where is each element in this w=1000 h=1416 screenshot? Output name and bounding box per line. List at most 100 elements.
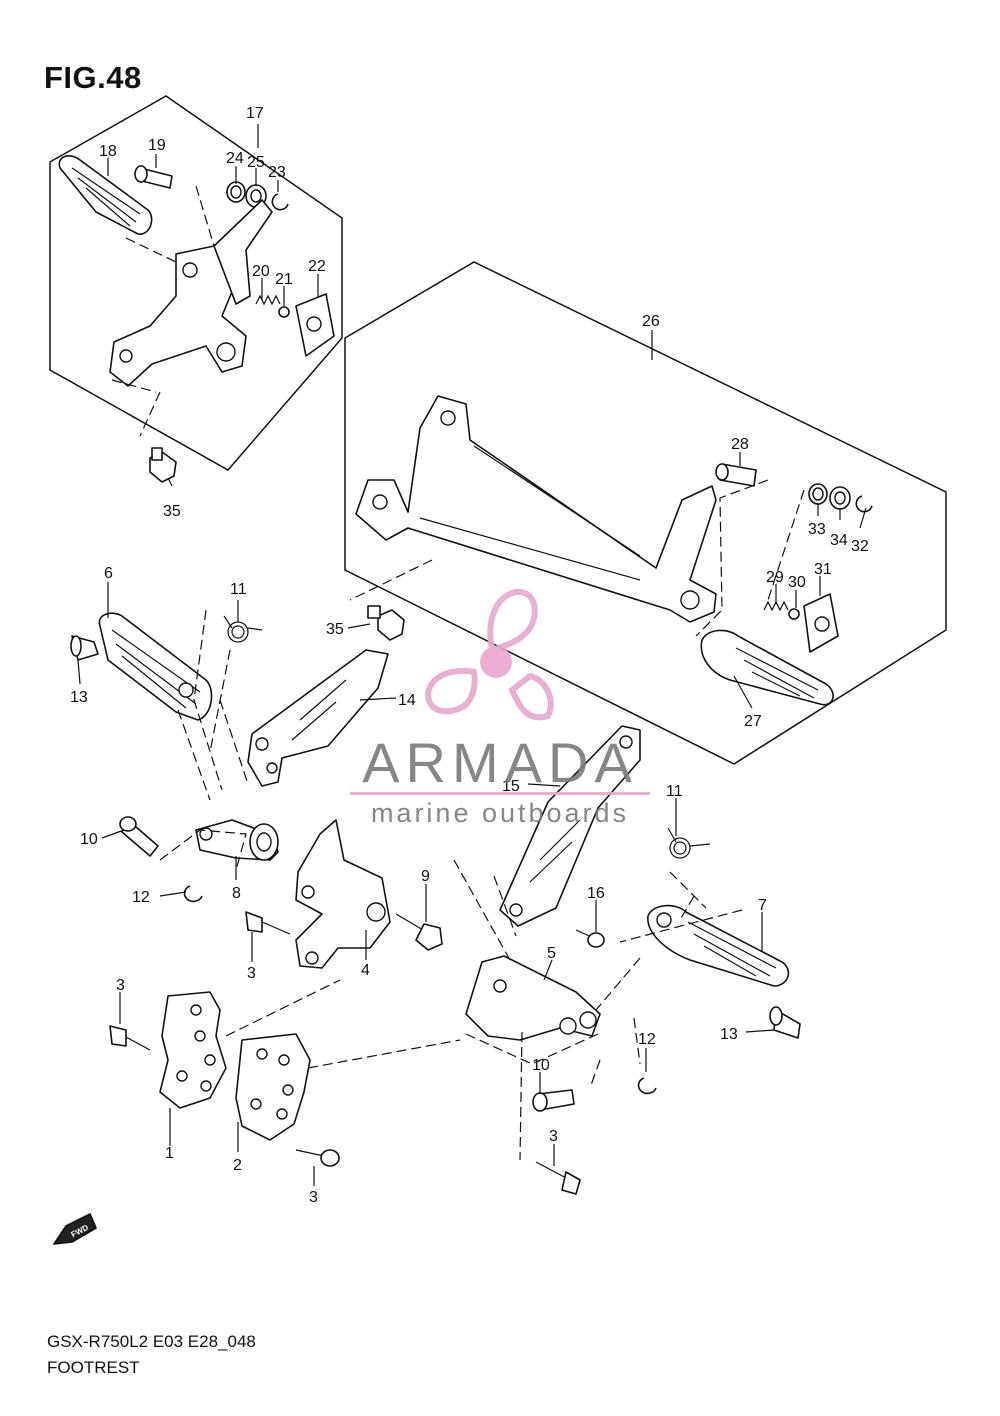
footpeg-holder-part-8	[195, 819, 279, 861]
callout-27: 27	[744, 713, 762, 730]
callout-23: 23	[268, 164, 286, 181]
e-ring-part-12-right	[637, 1077, 657, 1095]
callout-32: 32	[851, 538, 869, 555]
callout-14: 14	[398, 692, 416, 709]
front-footpeg-bracket-part-14	[247, 649, 389, 787]
callout-29: 29	[766, 569, 784, 586]
bolt-part-3-upper-left	[245, 911, 291, 935]
rear-footpeg-part-27	[700, 629, 834, 706]
callout-13-right: 13	[720, 1026, 738, 1043]
ball-part-21	[278, 306, 290, 318]
rear-assembly-guide-lines	[349, 479, 805, 637]
callout-leader-lines	[77, 124, 867, 1186]
callout-25: 25	[247, 154, 265, 171]
callout-33: 33	[808, 521, 826, 538]
bolt-part-35-front	[149, 447, 177, 483]
rear-footpeg-part-7	[647, 904, 790, 987]
callout-15: 15	[502, 778, 520, 795]
plate-part-2	[235, 1033, 311, 1141]
ball-part-30	[788, 608, 800, 620]
forward-direction-arrow: FWD	[53, 1213, 97, 1245]
callout-2: 2	[233, 1157, 242, 1174]
rear-footpeg-bracket-part-15	[499, 725, 641, 927]
bolt-part-9	[395, 913, 443, 951]
callout-10-left: 10	[80, 831, 98, 848]
watermark-brand: ARMADA	[362, 731, 638, 794]
rear-footpeg-pin-part-28	[715, 463, 757, 487]
pin-part-10-left	[119, 816, 159, 857]
callout-20: 20	[252, 263, 270, 280]
callout-11-left: 11	[230, 581, 247, 598]
callout-7: 7	[758, 897, 767, 914]
pin-part-10-right	[532, 1089, 575, 1112]
bolt-part-13-right	[769, 1006, 801, 1039]
rear-footrest-bracket-part-5	[465, 955, 601, 1041]
callout-12-left: 12	[132, 889, 150, 906]
washer-part-24	[226, 181, 246, 203]
e-ring-part-23	[271, 193, 289, 211]
washer-part-34	[829, 486, 851, 510]
callout-12-right: 12	[638, 1031, 656, 1048]
callout-30: 30	[788, 574, 806, 591]
front-footrest-assembly-frame	[49, 95, 343, 471]
washer-part-33	[808, 483, 828, 505]
bolt-part-13-left	[70, 635, 99, 661]
callout-35-front: 35	[163, 503, 181, 520]
callout-34: 34	[830, 532, 848, 549]
callout-5: 5	[547, 945, 556, 962]
bolt-part-16	[575, 929, 605, 948]
front-footrest-bracket-part-4	[295, 819, 391, 969]
model-code-label: GSX-R750L2 E03 E28_048	[47, 1332, 256, 1351]
plate-part-22	[295, 293, 335, 357]
callout-31: 31	[814, 561, 832, 578]
callout-10-right: 10	[532, 1057, 550, 1074]
callout-3-right: 3	[549, 1128, 558, 1145]
bolt-part-3-lower	[295, 1149, 340, 1167]
callout-21: 21	[275, 271, 293, 288]
bolt-part-3-left	[109, 1025, 151, 1051]
callout-24: 24	[226, 150, 244, 167]
callout-11-right: 11	[666, 783, 683, 800]
callout-18: 18	[99, 143, 117, 160]
callout-9: 9	[421, 868, 430, 885]
callout-17: 17	[246, 105, 264, 122]
callout-35-rear: 35	[326, 621, 344, 638]
callout-3-left: 3	[116, 977, 125, 994]
callout-22: 22	[308, 258, 326, 275]
callout-19: 19	[148, 137, 166, 154]
front-assembly-guide-lines	[111, 185, 215, 437]
rear-footrest-bracket-part-26	[355, 395, 717, 623]
callout-28: 28	[731, 436, 749, 453]
callout-26: 26	[642, 313, 660, 330]
e-ring-part-12-left	[183, 885, 203, 903]
callout-3-upper-left: 3	[247, 965, 256, 982]
bolt-part-35-rear	[367, 605, 405, 641]
callout-6: 6	[104, 565, 113, 582]
bolt-part-3-right	[535, 1161, 581, 1195]
spring-part-11-left	[223, 615, 263, 643]
lower-assembly-guide-lines	[159, 609, 743, 1161]
callout-8: 8	[232, 885, 241, 902]
spring-part-20	[255, 294, 281, 306]
plate-part-31	[803, 593, 839, 653]
callout-16: 16	[587, 885, 605, 902]
e-ring-part-32	[855, 495, 873, 513]
watermark-tagline: marine outboards	[371, 798, 629, 828]
figure-title: FIG.48	[44, 60, 142, 95]
front-footpeg-part-18	[58, 155, 153, 235]
plate-part-1	[159, 991, 227, 1109]
armada-watermark: ARMADA marine outboards	[350, 588, 650, 828]
callout-4: 4	[361, 962, 370, 979]
callout-3-lower: 3	[309, 1189, 318, 1206]
rear-footrest-bracket-assembly-frame	[344, 261, 947, 765]
front-footpeg-part-6	[98, 612, 213, 721]
callout-labels: 17 18 19 24 25 23 20 21 22 35 26 28 33 3…	[70, 105, 869, 1206]
watermark-rule	[350, 792, 650, 795]
callout-13-left: 13	[70, 689, 88, 706]
front-footrest-bracket	[109, 199, 273, 387]
spring-part-11-right	[667, 827, 711, 859]
callout-1: 1	[165, 1145, 174, 1162]
propeller-logo-icon	[424, 588, 554, 721]
front-footpeg-pin-part-19	[134, 165, 173, 189]
